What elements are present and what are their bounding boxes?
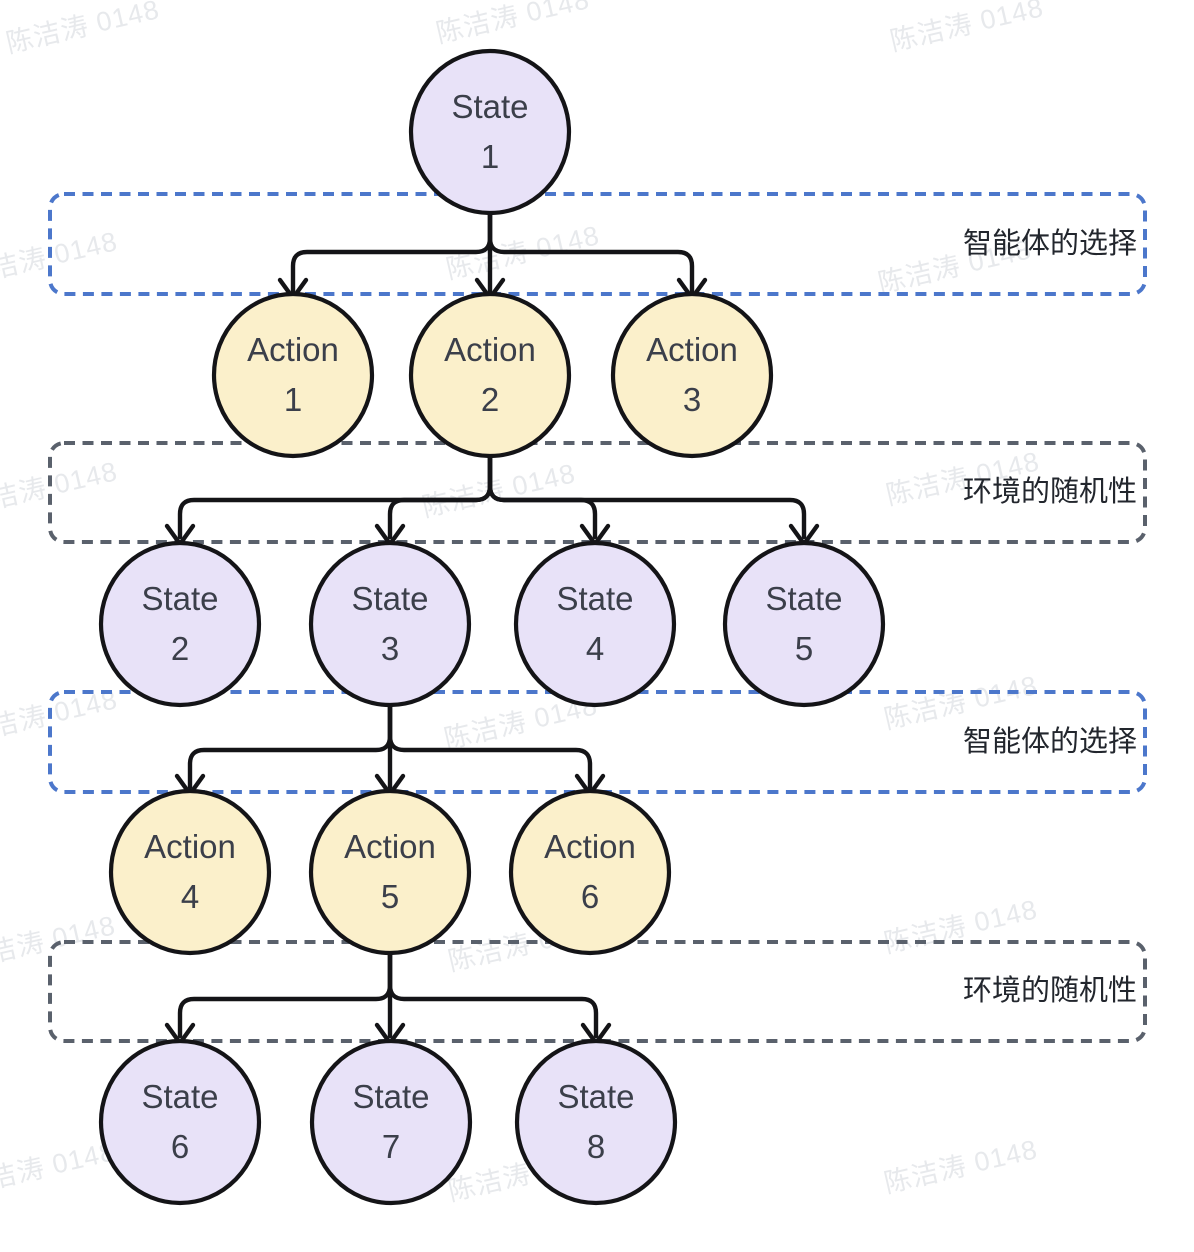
edge-state3-action4 xyxy=(187,701,393,790)
node-state-2-circle xyxy=(98,540,262,708)
arrows-state1-to-actions xyxy=(277,211,708,301)
edge-action5-state8 xyxy=(387,949,599,1039)
node-action-3-circle xyxy=(610,291,774,459)
node-state-1-circle xyxy=(408,48,572,216)
node-state-6-circle xyxy=(98,1038,262,1206)
edge-state1-action3 xyxy=(487,211,695,294)
node-state-5-circle xyxy=(722,540,886,708)
node-action-1-circle xyxy=(211,291,375,459)
arrows-action2-to-states xyxy=(164,452,820,547)
edge-action5-state6 xyxy=(177,949,393,1039)
node-state-7-circle xyxy=(309,1038,473,1206)
edge-action2-state2 xyxy=(177,452,493,540)
environment-randomness-band-1 xyxy=(48,441,1147,544)
edge-state1-action1 xyxy=(290,211,493,294)
node-state-3-circle xyxy=(308,540,472,708)
edge-action2-state5 xyxy=(487,452,807,540)
node-action-4-circle xyxy=(108,788,272,956)
edge-action2-state3 xyxy=(387,452,493,540)
edge-state3-action6 xyxy=(387,701,593,790)
arrows-state3-to-actions xyxy=(174,701,606,797)
node-state-8-circle xyxy=(514,1038,678,1206)
node-state-4-circle xyxy=(513,540,677,708)
node-action-5-circle xyxy=(308,788,472,956)
node-action-2-circle xyxy=(408,291,572,459)
arrows-action5-to-states xyxy=(164,949,612,1046)
node-action-6-circle xyxy=(508,788,672,956)
edge-action2-state4 xyxy=(487,452,598,540)
agent-choice-band-1 xyxy=(48,192,1147,296)
